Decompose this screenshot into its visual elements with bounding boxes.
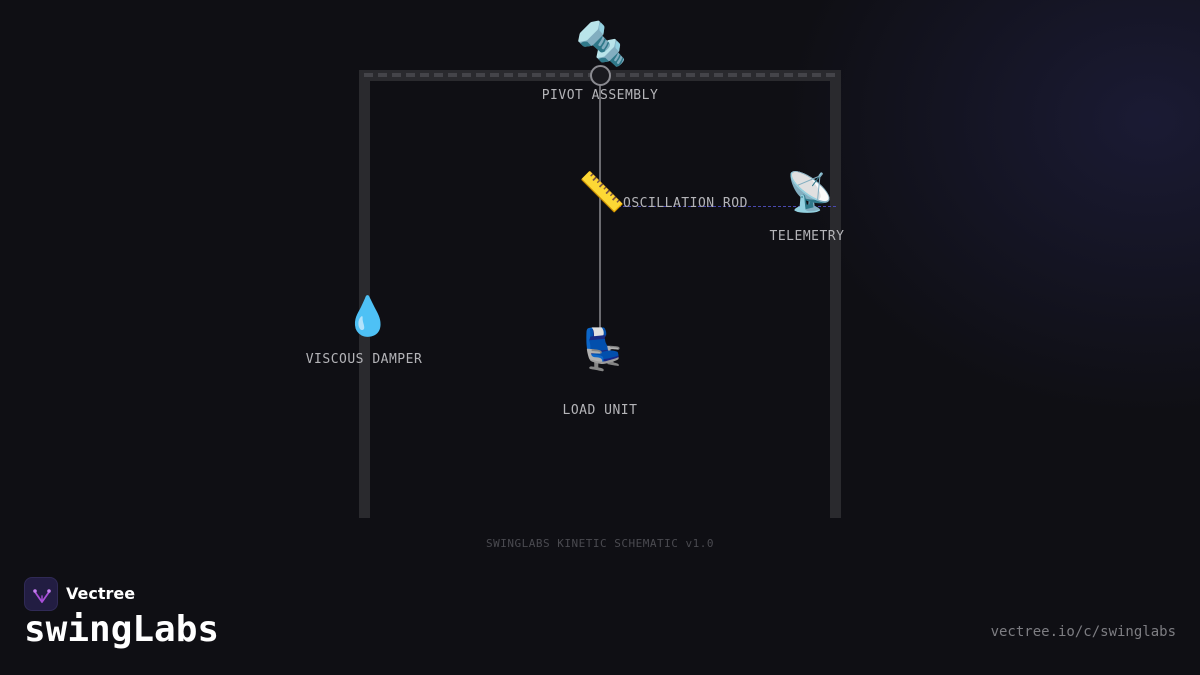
satellite-dish-icon: 📡 (786, 170, 834, 214)
frame-right-post (830, 70, 841, 518)
telemetry-label: TELEMETRY (769, 229, 845, 244)
org-name: Vectree (66, 584, 136, 603)
project-title: swingLabs (24, 609, 220, 650)
vectree-logo-icon (24, 577, 58, 611)
ruler-icon: 📏 (578, 170, 626, 214)
viscous-damper-label: VISCOUS DAMPER (305, 352, 423, 367)
pivot-circle (590, 65, 611, 86)
pivot-assembly-label: PIVOT ASSEMBLY (541, 88, 659, 103)
schematic-caption: SWINGLABS KINETIC SCHEMATIC v1.0 (486, 537, 714, 550)
pendulum-rod-line (599, 84, 601, 336)
oscillation-rod-label: OSCILLATION ROD (623, 196, 748, 211)
load-unit-label: LOAD UNIT (562, 403, 638, 418)
seat-icon: 💺 (578, 327, 628, 373)
nut-and-bolt-icon: 🔩 (575, 19, 628, 68)
droplet-icon: 💧 (344, 294, 392, 338)
telemetry-link-line (608, 206, 836, 207)
frame-left-post (359, 70, 370, 518)
project-url-link[interactable]: vectree.io/c/swinglabs (990, 624, 1176, 640)
